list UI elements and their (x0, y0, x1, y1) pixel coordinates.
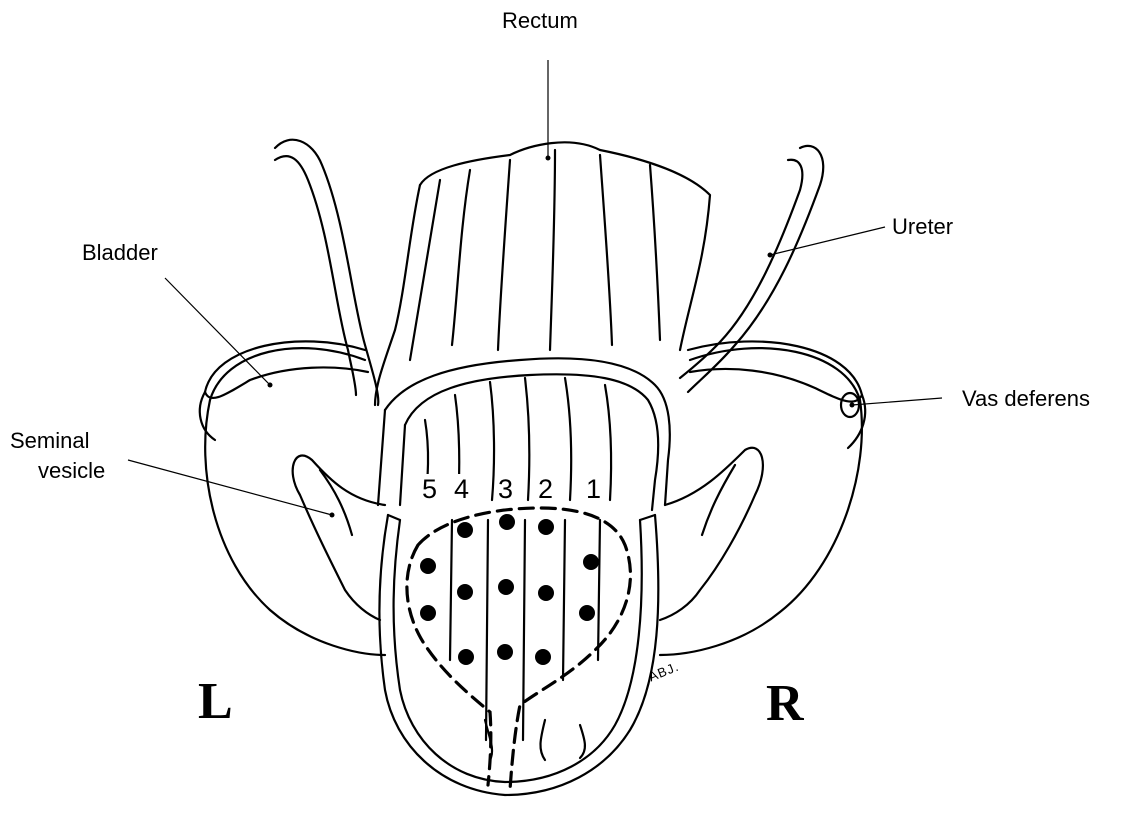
column-line-2 (563, 520, 565, 680)
vas-deferens-label: Vas deferens (962, 386, 1090, 412)
bladder-right-outline (660, 348, 862, 655)
column-number-2: 2 (536, 474, 555, 504)
biopsy-point (457, 522, 473, 538)
rectal-opening-inner (405, 374, 658, 510)
rectum-tube-left (420, 142, 710, 350)
column-number-1: 1 (584, 474, 603, 504)
biopsy-point (458, 649, 474, 665)
biopsy-points (420, 514, 599, 665)
bladder-right-rim (688, 341, 862, 401)
right-side-marker: R (766, 676, 804, 732)
left-side-marker: L (198, 674, 233, 730)
biopsy-point (420, 558, 436, 574)
bladder-label: Bladder (82, 240, 158, 266)
biopsy-point (579, 605, 595, 621)
column-line-3 (523, 520, 525, 740)
biopsy-point (457, 584, 473, 600)
biopsy-point (499, 514, 515, 530)
rectum-label: Rectum (502, 8, 578, 34)
biopsy-point (583, 554, 599, 570)
column-number-4: 4 (452, 474, 471, 504)
seminal-vesicle-label-line1: Seminal (10, 428, 89, 454)
column-line-4 (486, 520, 488, 740)
leader-vas-deferens (852, 398, 942, 405)
seminal-vesicle-left (293, 455, 385, 620)
prostate-flap-outline (379, 515, 658, 795)
bladder-left-outline (205, 348, 385, 655)
biopsy-point (497, 644, 513, 660)
column-line-5 (450, 520, 452, 660)
seminal-vesicle-label-line2: vesicle (38, 458, 105, 484)
seminal-vesicle-right (660, 448, 763, 620)
biopsy-point (420, 605, 436, 621)
biopsy-point (538, 519, 554, 535)
column-line-1 (598, 520, 600, 660)
rectum-tube-left-side (375, 185, 420, 405)
column-number-5: 5 (420, 474, 439, 504)
biopsy-point (535, 649, 551, 665)
ureter-label: Ureter (892, 214, 953, 240)
biopsy-point (538, 585, 554, 601)
column-number-3: 3 (496, 474, 515, 504)
ureter-left-inner (275, 156, 356, 395)
biopsy-point (498, 579, 514, 595)
leader-ureter (770, 227, 885, 255)
ureter-left (275, 140, 378, 405)
leader-seminal-vesicle (128, 460, 332, 515)
